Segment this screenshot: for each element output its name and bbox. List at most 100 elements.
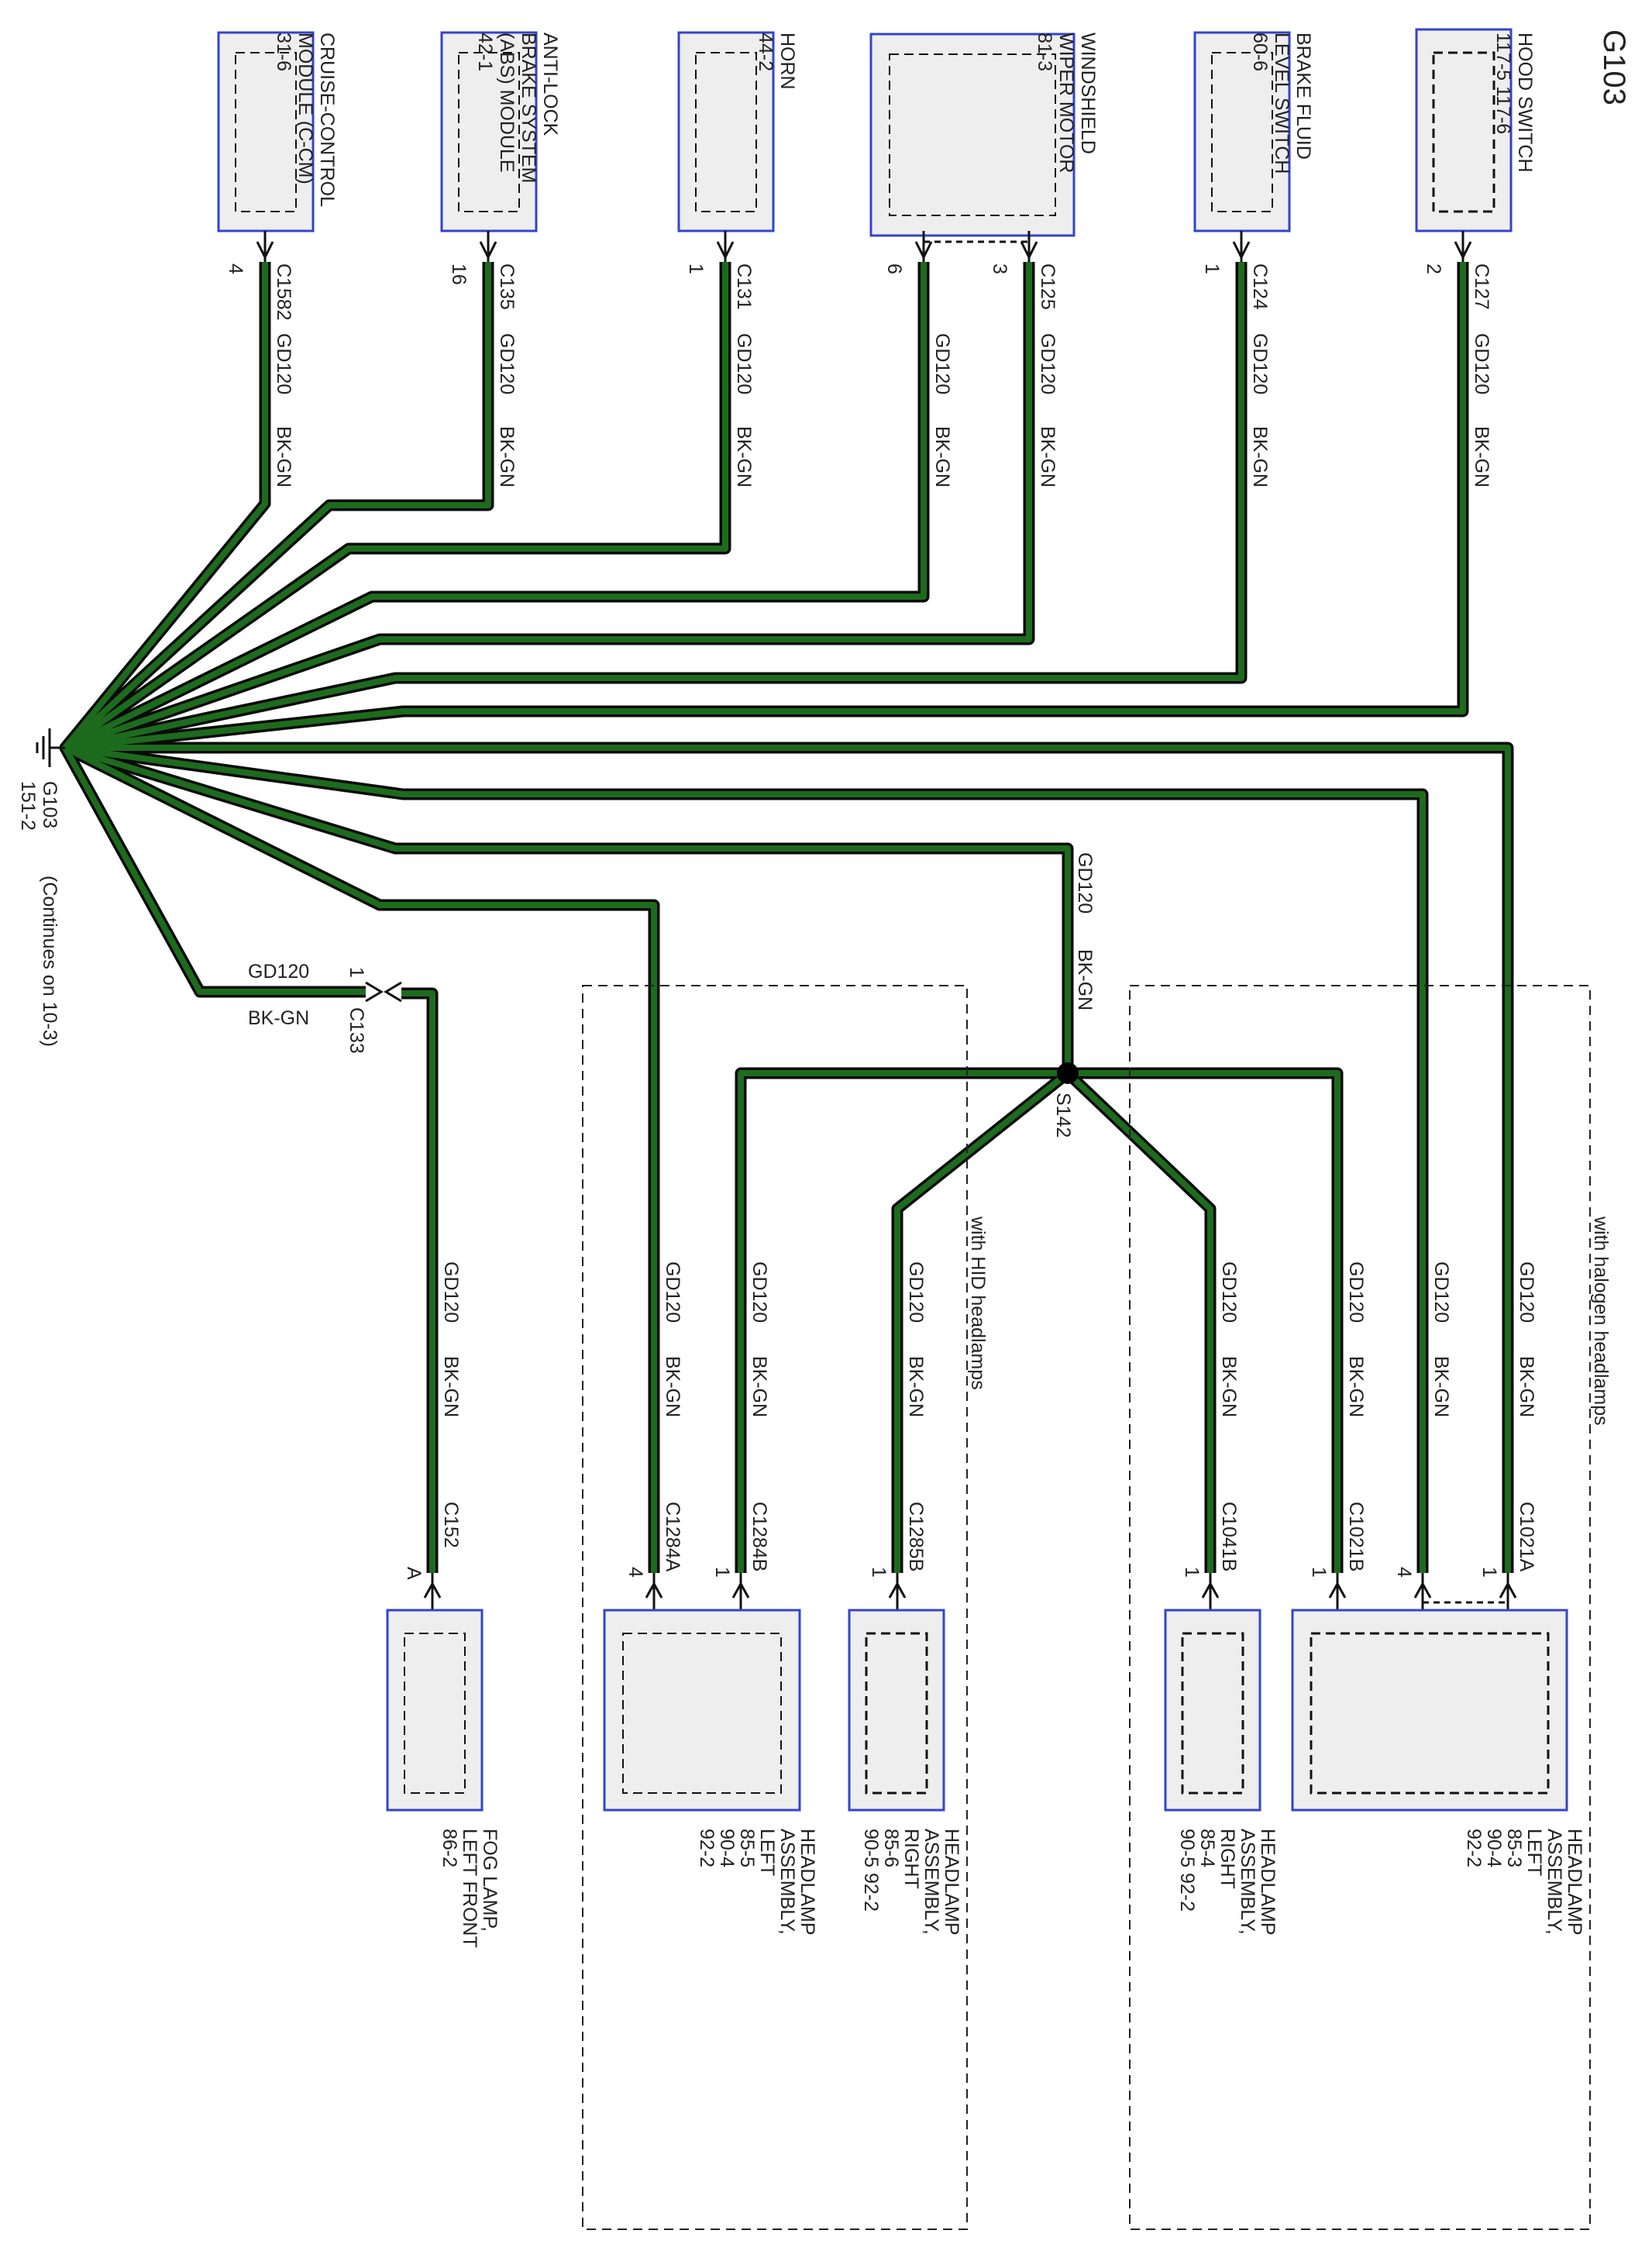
conn-c1021a: C1021A <box>1516 1502 1537 1572</box>
splice-label: S142 <box>1052 1093 1074 1137</box>
wire-color-hid-left-a: BK-GN <box>662 1356 683 1417</box>
wire-fog <box>62 746 435 1573</box>
wire-splice-hid-left-1-edge <box>735 1067 1068 1573</box>
inline-labels: GD120 BK-GN 1 C133 <box>248 961 367 1054</box>
wire-color-brake: BK-GN <box>1249 426 1271 487</box>
wire-color-halogen-left-b: BK-GN <box>1345 1356 1367 1417</box>
component-horn[interactable] <box>677 31 775 232</box>
conn-c125: C125 <box>1037 263 1058 310</box>
wire-circuit-wiper-6: GD120 <box>931 333 953 394</box>
pin-c1582: 4 <box>225 263 246 274</box>
pin-c125-6: 6 <box>883 263 905 274</box>
ground-name: G103 <box>39 781 60 828</box>
component-fog-lamp-left-front[interactable] <box>386 1609 484 1812</box>
hl-rh-3: RIGHT <box>1217 1829 1238 1889</box>
hl-lhid-6: 92-2 <box>696 1829 718 1867</box>
wire-halogen-left-4 <box>64 745 1426 1573</box>
wire-color-fog: BK-GN <box>440 1356 462 1417</box>
wire-splice-halogen-right-edge <box>1063 1069 1217 1573</box>
pin-c127: 2 <box>1423 263 1444 274</box>
wire-circuit-hood: GD120 <box>1471 333 1492 394</box>
inline-color: BK-GN <box>248 1007 309 1029</box>
pin-c1021a-4: 4 <box>1393 1567 1415 1578</box>
hood-label-2: 117-5 117-6 <box>1492 33 1514 134</box>
component-abs-module[interactable] <box>440 31 538 232</box>
pin-c1284a: 4 <box>625 1567 646 1578</box>
ground-labels: G103 151-2 (Continues on 10-3) <box>17 781 60 1047</box>
conn-c1582: C1582 <box>273 263 294 321</box>
abs-label-2: BRAKE SYSTEM <box>518 33 539 184</box>
bottom-connector-labels: C1021A 1 4 C1021B 1 C1041B 1 C1285B 1 C1… <box>403 1502 1537 1580</box>
wire-abs <box>63 262 491 750</box>
wiper-label-1: WINDSHIELD <box>1077 33 1099 154</box>
wire-brake-fluid <box>64 262 1244 751</box>
conn-c1041b: C1041B <box>1218 1502 1240 1571</box>
wire-color-hid-left-b: BK-GN <box>749 1356 770 1417</box>
wire-hood <box>64 262 1466 751</box>
splice-wire-color: BK-GN <box>1074 949 1096 1010</box>
wire-circuit-halogen-right: GD120 <box>1218 1261 1240 1323</box>
ground-page: 151-2 <box>17 781 39 831</box>
component-hood-switch[interactable] <box>1415 28 1513 232</box>
brake-fluid-label-1: BRAKE FLUID <box>1292 33 1314 160</box>
hl-rh-5: 90-5 92-2 <box>1176 1829 1198 1912</box>
component-brake-fluid-switch[interactable] <box>1193 31 1291 232</box>
hl-rhid-3: RIGHT <box>900 1829 922 1889</box>
wire-color-abs: BK-GN <box>496 426 518 487</box>
conn-c124: C124 <box>1249 263 1271 310</box>
abs-label-3: (ABS) MODULE <box>496 33 518 173</box>
wiper-label-2: WIPER MOTOR <box>1055 33 1077 173</box>
top-component-labels: HOOD SWITCH 117-5 117-6 BRAKE FLUID LEVE… <box>273 33 1536 207</box>
fog-2: LEFT FRONT <box>459 1829 480 1948</box>
ccm-label-3: 31-6 <box>273 33 294 71</box>
hl-rhid-2: ASSEMBLY, <box>921 1829 942 1935</box>
inline-connector-c133 <box>365 981 402 1003</box>
wire-horn <box>63 262 728 751</box>
wire-wiper-6 <box>64 262 927 751</box>
component-headlamp-right-hid[interactable] <box>848 1609 945 1812</box>
zone-hid-label: with HID headlamps <box>967 1216 989 1390</box>
hl-lhid-2: ASSEMBLY, <box>776 1829 798 1935</box>
brake-fluid-label-3: 60-6 <box>1249 33 1271 71</box>
conn-c1284a: C1284A <box>662 1502 683 1572</box>
bottom-component-labels: HEADLAMP ASSEMBLY, LEFT 85-3 90-4 92-2 H… <box>439 1829 1585 1948</box>
pin-c1284b: 1 <box>711 1567 733 1578</box>
conn-c1284b: C1284B <box>749 1502 770 1571</box>
hl-lh-1: HEADLAMP <box>1564 1829 1585 1936</box>
zone-halogen <box>1129 985 1591 2230</box>
splice-wire-circuit: GD120 <box>1074 852 1096 914</box>
wire-circuit-hid-left-b: GD120 <box>749 1261 770 1323</box>
abs-label-1: ANTI-LOCK <box>539 33 561 136</box>
conn-c152: C152 <box>440 1502 462 1548</box>
hl-rhid-5: 90-5 92-2 <box>860 1829 882 1912</box>
ccm-label-1: CRUISE-CONTROL <box>316 33 338 207</box>
wire-color-hid-right: BK-GN <box>905 1356 927 1417</box>
top-connector-labels: C127 2 C124 1 C125 3 6 C131 1 C135 16 C1… <box>225 263 1492 487</box>
component-headlamp-left-halogen[interactable] <box>1291 1609 1568 1812</box>
wire-hid-left-4-edge <box>62 742 660 1573</box>
component-headlamp-right-halogen[interactable] <box>1164 1609 1261 1812</box>
hl-lh-5: 90-4 <box>1483 1829 1505 1867</box>
component-headlamp-left-hid[interactable] <box>603 1609 801 1812</box>
component-wiper-motor[interactable] <box>869 33 1076 237</box>
hl-lhid-3: LEFT <box>756 1829 778 1876</box>
wire-color-ccm: BK-GN <box>273 426 294 487</box>
wire-fog-edge <box>60 745 439 1573</box>
wire-splice-halogen-left-1-edge <box>1068 1067 1344 1573</box>
pin-c131: 1 <box>685 263 707 274</box>
wire-halogen-left-1-edge <box>59 742 1514 1573</box>
brake-fluid-label-2: LEVEL SWITCH <box>1271 33 1292 174</box>
wire-splice-halogen-left-1 <box>1068 1070 1341 1573</box>
ccm-label-2: MODULE (C-CM) <box>294 33 316 184</box>
wire-splice-hid-right <box>894 1070 1070 1573</box>
conn-c127: C127 <box>1471 263 1492 310</box>
wire-color-horn: BK-GN <box>733 426 755 487</box>
hl-rh-4: 85-4 <box>1196 1829 1218 1867</box>
wire-circuit-wiper-3: GD120 <box>1037 333 1058 394</box>
wire-halogen-left-1 <box>62 745 1511 1573</box>
hood-label-1: HOOD SWITCH <box>1514 33 1536 173</box>
wire-color-hood: BK-GN <box>1471 426 1492 487</box>
wire-circuit-hid-left-a: GD120 <box>662 1261 683 1323</box>
hl-rhid-4: 85-6 <box>880 1829 902 1867</box>
